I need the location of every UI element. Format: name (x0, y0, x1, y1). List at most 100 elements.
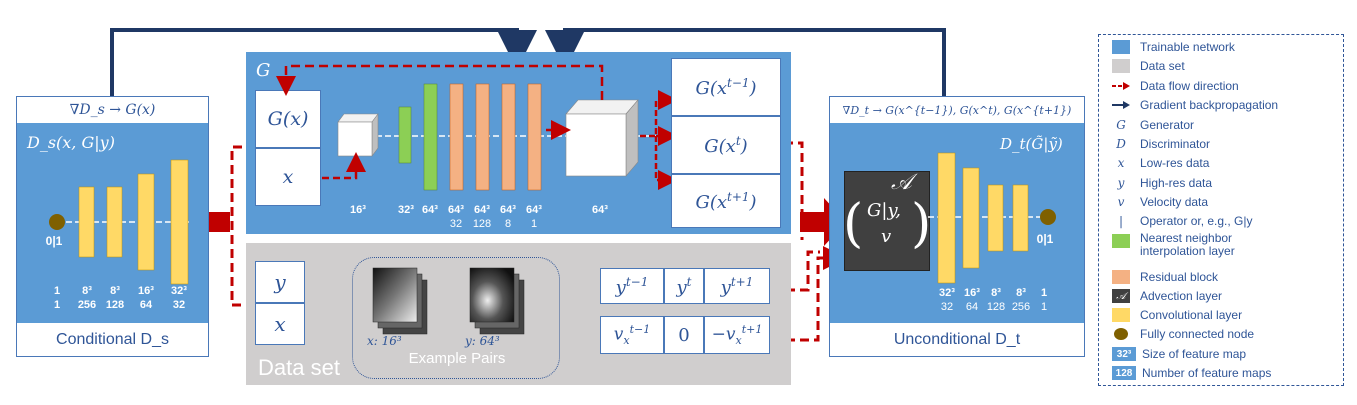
red-dashed-arrow-icon (1112, 79, 1130, 93)
example-thumbnails (372, 267, 525, 335)
legend-item: Data set (1112, 57, 1185, 75)
count-label: 256 (1011, 301, 1031, 313)
count-label: 256 (77, 299, 97, 311)
legend-panel (1098, 34, 1344, 386)
left-disc-layers (49, 159, 192, 285)
count-label: 64 (965, 301, 979, 313)
legend-item: D Discriminator (1112, 135, 1210, 153)
count-label: 1 (53, 299, 61, 311)
legend-item: Residual block (1112, 268, 1218, 286)
legend-item: 32³ Size of feature map (1112, 345, 1246, 363)
nn-interp-layer (398, 106, 412, 164)
advection-symbol: 𝒜 (891, 170, 912, 195)
size-label: 64³ (448, 204, 464, 216)
size-label: 8³ (991, 287, 1001, 299)
legend-item: | Operator or, e.g., G|y (1112, 212, 1253, 230)
gen-output-next: G(xt+1) (671, 174, 781, 228)
legend-item: G Generator (1112, 116, 1194, 134)
example-pairs-box: x: 16³ y: 64³ Example Pairs (352, 257, 560, 379)
right-disc-header: ∇D_t → G(x^{t−1}), G(x^t), G(x^{t+1}) (842, 103, 1072, 117)
size-label: 8³ (110, 285, 120, 297)
size-badge-icon: 32³ (1112, 347, 1136, 361)
count-badge-icon: 128 (1112, 366, 1136, 380)
legend-item: 128 Number of feature maps (1112, 364, 1271, 382)
count-label: 8 (504, 218, 512, 230)
size-label: 64³ (500, 204, 516, 216)
count-label: 32 (449, 218, 463, 230)
v-symbol: v (1117, 195, 1125, 209)
gen-input-x: x (255, 148, 321, 206)
dataset-panel: y x Data set x: 16³ y: 64³ Example Pairs (246, 243, 791, 385)
operator-symbol: | (1118, 214, 1124, 228)
generator-title: G (256, 60, 271, 81)
discriminator-symbol: D (1116, 137, 1126, 151)
gen-output-curr: G(xt) (671, 116, 781, 174)
legend-item: Trainable network (1112, 38, 1235, 56)
y-next: yt+1 (704, 268, 770, 304)
orange-square-icon (1112, 270, 1130, 284)
generator-symbol: G (1116, 118, 1126, 132)
generator-layers (276, 64, 678, 191)
cube-in-label: 16³ (350, 204, 366, 216)
left-disc-output: 0|1 (45, 234, 63, 248)
advection-icon: 𝒜 (1112, 289, 1130, 303)
count-label: 128 (986, 301, 1006, 313)
legend-item: Fully connected node (1112, 325, 1254, 343)
count-label: 128 (105, 299, 125, 311)
size-label: 8³ (1016, 287, 1026, 299)
count-label: 32 (172, 299, 186, 311)
legend-item: 𝒜 Advection layer (1112, 287, 1222, 305)
size-label: 16³ (964, 287, 980, 299)
fully-connected-node (49, 214, 65, 230)
navy-arrow-icon (1112, 98, 1130, 112)
right-disc-output: 0|1 (1036, 232, 1054, 246)
size-label: 64³ (422, 204, 438, 216)
conv-layer-3 (137, 173, 155, 271)
size-label: 16³ (138, 285, 154, 297)
right-discriminator: ∇D_t → G(x^{t−1}), G(x^t), G(x^{t+1}) D_… (829, 96, 1085, 357)
dataset-y: y (255, 261, 305, 303)
size-label: 1 (53, 285, 61, 297)
y-caption: y: 64³ (465, 334, 500, 348)
right-disc-layers (928, 152, 1056, 284)
conv-layer-3 (987, 184, 1004, 252)
conv-layer-4 (1012, 184, 1029, 252)
example-pairs-label: Example Pairs (408, 350, 506, 367)
cube-out-label: 64³ (592, 204, 608, 216)
residual-block (501, 83, 516, 191)
generator-panel: G G(x) x (246, 52, 791, 234)
x-symbol: x (1117, 156, 1125, 170)
gray-square-icon (1112, 59, 1130, 73)
advection-paren: ( ) G|y, v (843, 194, 932, 254)
residual-block (449, 83, 464, 191)
residual-block (475, 83, 490, 191)
fully-connected-node (1040, 209, 1056, 225)
legend-item: Nearest neighbor interpolation layer (1112, 232, 1280, 262)
v-prev: vxt−1 (600, 316, 664, 354)
size-label: 32³ (398, 204, 414, 216)
flow-v-to-right-disc (772, 246, 847, 342)
nn-interp-layer (423, 83, 438, 191)
legend-item: Gradient backpropagation (1112, 96, 1278, 114)
brown-node-icon (1112, 327, 1130, 341)
left-discriminator: ∇D_s → G(x) D_s(x, G|y) 0|1 1 8³ 8³ 16³ … (16, 96, 209, 357)
gen-input-gx: G(x) (255, 90, 321, 148)
left-disc-header: ∇D_s → G(x) (69, 102, 156, 118)
x-caption: x: 16³ (367, 334, 402, 348)
legend-item: v Velocity data (1112, 193, 1208, 211)
count-label: 128 (472, 218, 492, 230)
blue-square-icon (1112, 40, 1130, 54)
dataset-x: x (255, 303, 305, 345)
count-label: 64 (139, 299, 153, 311)
legend-item: Data flow direction (1112, 77, 1239, 95)
left-disc-title: D_s(x, G|y) (27, 133, 115, 152)
count-label: 1 (530, 218, 538, 230)
gen-output-prev: G(xt−1) (671, 58, 781, 116)
v-next: −vxt+1 (704, 316, 770, 354)
size-label: 32³ (939, 287, 955, 299)
y-example-image (469, 267, 515, 323)
gradient-arrow-left (110, 28, 537, 96)
right-disc-footer: Unconditional D_t (893, 330, 1021, 348)
left-disc-footer: Conditional D_s (56, 330, 169, 348)
v-zero: 0 (664, 316, 704, 354)
